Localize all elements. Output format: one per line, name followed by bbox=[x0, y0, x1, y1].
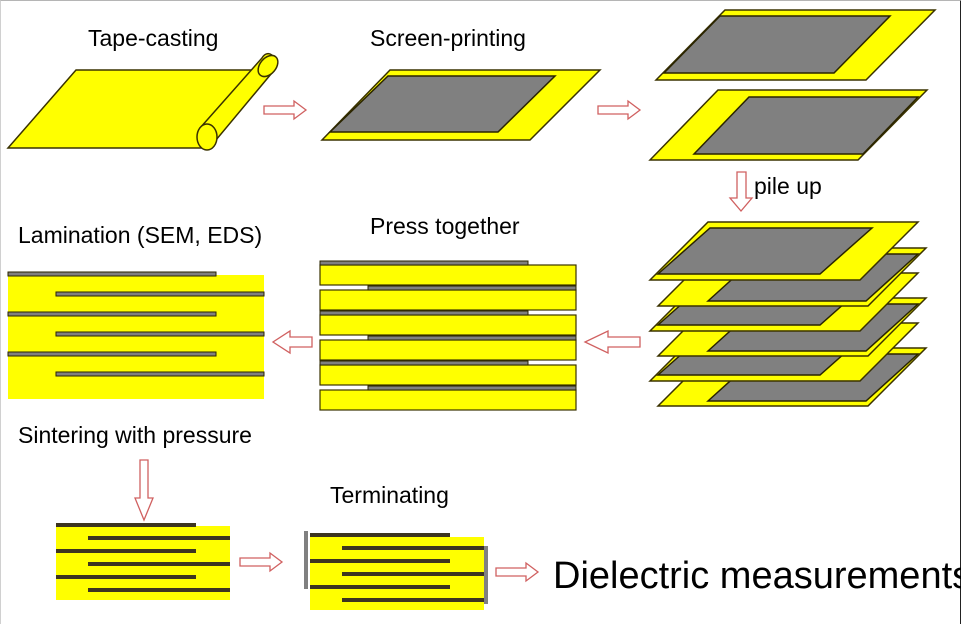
internal-electrode bbox=[56, 549, 196, 553]
internal-electrode bbox=[7, 351, 217, 357]
flow-arrow-right-1 bbox=[263, 100, 307, 120]
press-tape-layer bbox=[319, 364, 577, 386]
internal-electrode bbox=[7, 271, 217, 277]
printed-sheets-pair bbox=[648, 9, 937, 161]
press-tape-layer bbox=[319, 264, 577, 286]
terminated-block bbox=[304, 531, 488, 610]
step-tape-casting: Tape-casting bbox=[6, 25, 279, 151]
internal-electrode bbox=[342, 598, 484, 602]
laminated-block bbox=[7, 271, 265, 399]
pressed-layers bbox=[319, 260, 577, 411]
termination-electrode-right bbox=[484, 546, 488, 604]
label-pile-up: pile up bbox=[754, 173, 822, 199]
flow-arrow-right-3 bbox=[239, 552, 283, 572]
step-sintering: Sintering with pressure bbox=[18, 422, 252, 600]
printed-sheet-icon bbox=[320, 69, 602, 141]
internal-electrode bbox=[88, 536, 230, 540]
press-electrode bbox=[319, 310, 529, 316]
pressure-arrow-down bbox=[134, 459, 154, 522]
step-lamination: Lamination (SEM, EDS) bbox=[7, 222, 265, 399]
internal-electrode bbox=[55, 291, 265, 297]
flow-arrow-left-1 bbox=[583, 329, 641, 355]
press-electrode bbox=[367, 335, 577, 341]
internal-electrode bbox=[342, 546, 484, 550]
step-press-together: Press together bbox=[319, 213, 577, 411]
press-electrode bbox=[319, 260, 529, 266]
sintered-block bbox=[56, 523, 230, 600]
press-tape-layer bbox=[319, 289, 577, 311]
stacked-sheet bbox=[648, 221, 920, 281]
termination-electrode-left bbox=[304, 531, 308, 589]
step-screen-printing: Screen-printing bbox=[320, 25, 602, 141]
internal-electrode bbox=[7, 311, 217, 317]
electrode-layer bbox=[656, 227, 874, 275]
label-sintering: Sintering with pressure bbox=[18, 422, 252, 448]
label-lamination: Lamination (SEM, EDS) bbox=[18, 222, 262, 248]
flow-arrow-right-2 bbox=[597, 100, 641, 120]
internal-electrode bbox=[310, 559, 450, 563]
tape-sheet-rolled-icon bbox=[6, 52, 279, 151]
internal-electrode bbox=[56, 575, 196, 579]
flow-arrow-down-1 bbox=[728, 171, 754, 213]
internal-electrode bbox=[56, 523, 196, 527]
internal-electrode bbox=[55, 371, 265, 377]
flow-arrow-left-2 bbox=[271, 329, 313, 355]
piled-stack bbox=[648, 221, 928, 407]
press-tape-layer bbox=[319, 314, 577, 336]
label-dielectric-measurements: Dielectric measurements bbox=[553, 555, 961, 597]
label-screen-printing: Screen-printing bbox=[370, 25, 526, 51]
flow-arrow-right-4 bbox=[495, 562, 539, 582]
press-tape-layer bbox=[319, 339, 577, 361]
pile-up-step: pile up bbox=[728, 171, 822, 213]
press-electrode bbox=[367, 385, 577, 391]
label-press-together: Press together bbox=[370, 213, 520, 239]
internal-electrode bbox=[88, 562, 230, 566]
internal-electrode bbox=[88, 588, 230, 592]
press-electrode bbox=[367, 285, 577, 291]
press-electrode bbox=[319, 360, 529, 366]
label-tape-casting: Tape-casting bbox=[88, 25, 218, 51]
internal-electrode bbox=[55, 331, 265, 337]
label-terminating: Terminating bbox=[330, 482, 449, 508]
step-terminating: Terminating bbox=[304, 482, 488, 610]
internal-electrode bbox=[310, 533, 450, 537]
internal-electrode bbox=[310, 585, 450, 589]
internal-electrode bbox=[342, 572, 484, 576]
press-tape-layer bbox=[319, 389, 577, 411]
